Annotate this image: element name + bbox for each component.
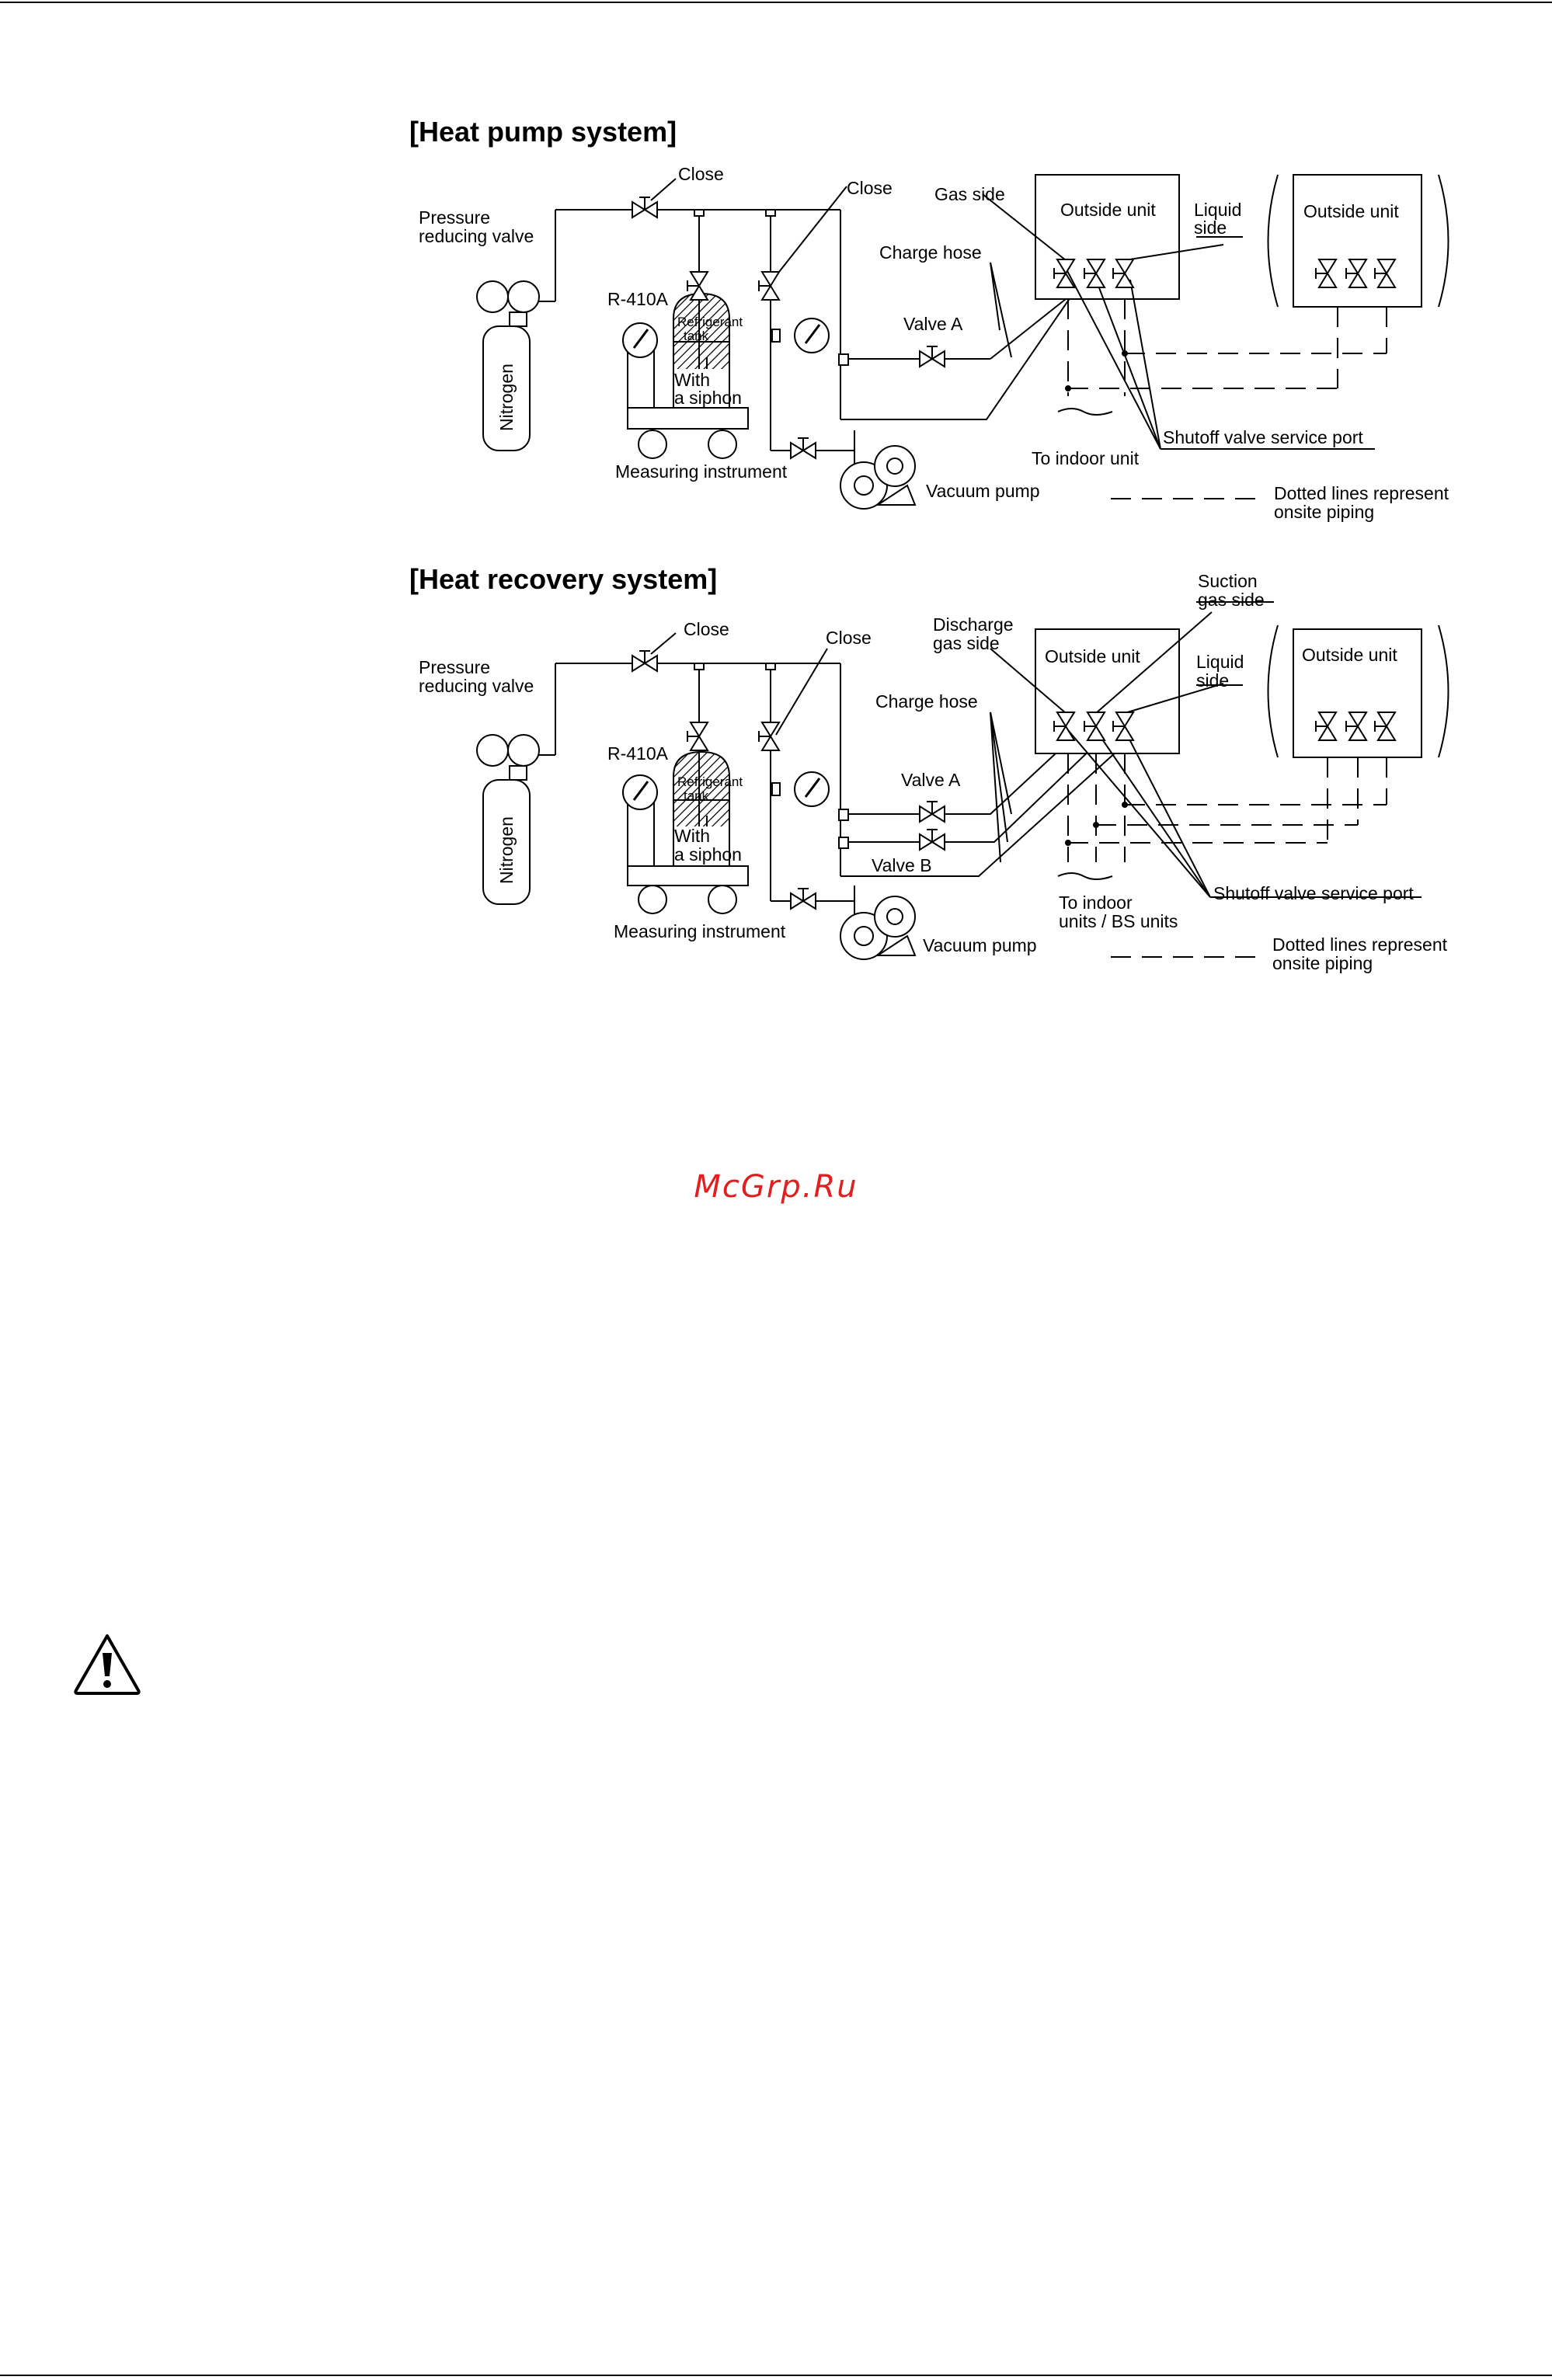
siphon-label-1-hr: With: [674, 826, 710, 846]
siphon-label-1: With: [674, 370, 710, 390]
suction-label-2: gas side: [1198, 590, 1265, 610]
gas-side-label: Gas side: [934, 184, 1005, 204]
heat-recovery-title: [Heat recovery system]: [409, 563, 717, 595]
watermark: McGrp.Ru: [694, 1169, 858, 1205]
tank-label-1-hr: Refrigerant: [677, 774, 743, 789]
liquid-side-label-1: Liquid: [1194, 200, 1241, 220]
liquid-side-label-2: side: [1194, 217, 1227, 238]
close-label-right-hr: Close: [826, 628, 872, 648]
vacuum-pump-label: Vacuum pump: [926, 481, 1040, 501]
refrigerant-label-hr: R-410A: [607, 743, 669, 764]
to-indoor-label-2-hr: units / BS units: [1059, 911, 1178, 931]
valve-a-label-hr: Valve A: [901, 770, 961, 790]
nitrogen-label-hr: Nitrogen: [496, 816, 517, 884]
nitrogen-label: Nitrogen: [496, 364, 517, 431]
measuring-instrument-label: Measuring instrument: [615, 461, 788, 482]
tank-label-1: Refrigerant: [677, 315, 743, 329]
pressure-label-1: Pressure: [419, 207, 490, 228]
pressure-label-1-hr: Pressure: [419, 657, 490, 677]
outside-unit-box-hr: [1035, 628, 1180, 754]
outside-unit-2-label: Outside unit: [1303, 201, 1399, 221]
siphon-label-2-hr: a siphon: [674, 844, 742, 865]
suction-label-1: Suction: [1198, 571, 1258, 591]
pressure-label-2: reducing valve: [419, 226, 534, 246]
vacuum-pump-label-hr: Vacuum pump: [923, 935, 1037, 955]
outside-unit-box: [1035, 174, 1180, 300]
heat-recovery-fittings: [621, 650, 1396, 910]
nitrogen-cylinder: [482, 325, 531, 451]
valve-a-label: Valve A: [903, 314, 963, 334]
valve-b-label-hr: Valve B: [872, 855, 932, 875]
heat-recovery-labels: [Heat recovery system] Close Close Press…: [409, 563, 1448, 973]
heat-pump-fittings: [621, 197, 1396, 459]
bottom-rule: [0, 2375, 1552, 2376]
close-label-left: Close: [678, 164, 724, 184]
dotted-label-2-hr: onsite piping: [1272, 953, 1373, 973]
outside-unit-label-hr: Outside unit: [1045, 646, 1140, 666]
close-label-left-hr: Close: [684, 619, 729, 639]
tank-label-2-hr: tank: [684, 788, 709, 803]
to-indoor-label-1-hr: To indoor: [1059, 893, 1133, 913]
top-rule: [0, 2, 1552, 3]
liquid-side-label-2-hr: side: [1196, 670, 1229, 691]
dotted-label-1-hr: Dotted lines represent: [1272, 934, 1448, 955]
close-label-right: Close: [847, 178, 893, 198]
outside-unit-2-label-hr: Outside unit: [1302, 645, 1397, 665]
dotted-label-1: Dotted lines represent: [1274, 483, 1449, 503]
heat-pump-labels: [Heat pump system] Close Close Pressure …: [409, 116, 1449, 522]
charge-hose-label: Charge hose: [879, 242, 982, 263]
tank-label-2: tank: [684, 329, 709, 343]
heat-recovery-diagram: [476, 601, 1449, 960]
pressure-label-2-hr: reducing valve: [419, 676, 534, 696]
discharge-label-1: Discharge: [933, 614, 1014, 635]
outside-unit-label: Outside unit: [1060, 200, 1156, 220]
shutoff-port-label: Shutoff valve service port: [1163, 427, 1363, 447]
nitrogen-cylinder-2: [482, 779, 531, 905]
discharge-label-2: gas side: [933, 633, 1000, 653]
siphon-label-2: a siphon: [674, 388, 742, 408]
heat-pump-title: [Heat pump system]: [409, 116, 677, 148]
liquid-side-label-1-hr: Liquid: [1196, 652, 1244, 672]
warning-triangle-icon: [74, 1634, 141, 1695]
measuring-instrument-label-hr: Measuring instrument: [614, 921, 786, 941]
heat-pump-diagram: [476, 174, 1449, 510]
charge-hose-label-hr: Charge hose: [875, 691, 978, 712]
to-indoor-label: To indoor unit: [1032, 448, 1140, 468]
refrigerant-label: R-410A: [607, 289, 669, 309]
shutoff-port-label-hr: Shutoff valve service port: [1213, 883, 1414, 903]
dotted-label-2: onsite piping: [1274, 502, 1374, 522]
